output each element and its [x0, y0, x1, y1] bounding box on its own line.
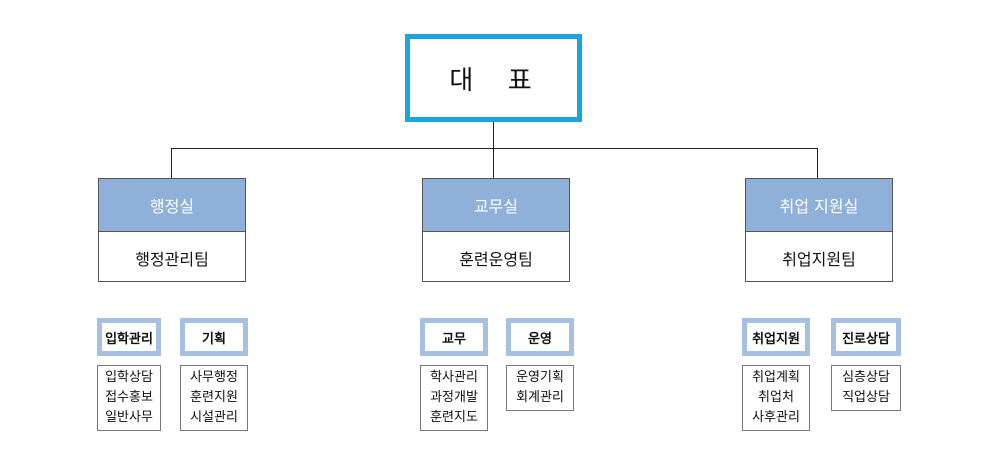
- unit-label: 운영: [528, 331, 552, 347]
- task-item: 운영기획: [516, 370, 564, 385]
- connector-horizontal: [171, 148, 818, 149]
- task-item: 훈련지원: [190, 390, 238, 405]
- task-item: 일반사무: [105, 410, 153, 425]
- connector-ceo-down: [493, 122, 494, 148]
- unit-job-support: 취업지원: [742, 318, 810, 356]
- dept-team: 행정관리팀: [135, 249, 209, 269]
- task-item: 훈련지도: [430, 410, 478, 425]
- task-item: 심층상담: [842, 370, 890, 385]
- unit-operations: 운영: [506, 318, 574, 356]
- dept-academic-office: 교무실 훈련운영팀: [422, 178, 570, 282]
- unit-label: 교무: [442, 331, 466, 347]
- unit-admissions-tasks: 입학상담 접수홍보 일반사무: [97, 365, 161, 431]
- ceo-box: 대 표: [405, 34, 582, 122]
- unit-career-counseling-tasks: 심층상담 직업상담: [831, 365, 901, 411]
- unit-admissions: 입학관리: [97, 318, 161, 356]
- unit-academic-affairs-tasks: 학사관리 과정개발 훈련지도: [420, 365, 488, 431]
- unit-job-support-tasks: 취업계획 취업처 사후관리: [742, 365, 810, 431]
- dept-employment-office: 취업 지원실 취업지원팀: [745, 178, 893, 282]
- connector-dept-3: [817, 148, 818, 178]
- unit-planning: 기획: [180, 318, 248, 356]
- unit-label: 기획: [202, 331, 226, 347]
- task-item: 회계관리: [516, 390, 564, 405]
- dept-name: 교무실: [423, 179, 569, 232]
- task-item: 학사관리: [430, 370, 478, 385]
- connector-dept-1: [171, 148, 172, 178]
- unit-planning-tasks: 사무행정 훈련지원 시설관리: [180, 365, 248, 431]
- dept-team: 취업지원팀: [782, 249, 856, 269]
- task-item: 시설관리: [190, 410, 238, 425]
- unit-academic-affairs: 교무: [420, 318, 488, 356]
- ceo-label: 대 표: [449, 65, 538, 96]
- task-item: 취업처: [758, 390, 794, 405]
- task-item: 사무행정: [190, 370, 238, 385]
- task-item: 사후관리: [752, 410, 800, 425]
- dept-admin-office: 행정실 행정관리팀: [98, 178, 246, 282]
- task-item: 접수홍보: [105, 390, 153, 405]
- unit-operations-tasks: 운영기획 회계관리: [506, 365, 574, 411]
- dept-name: 행정실: [99, 179, 245, 232]
- task-item: 직업상담: [842, 390, 890, 405]
- task-item: 입학상담: [105, 370, 153, 385]
- unit-label: 입학관리: [105, 331, 153, 347]
- connector-dept-2: [493, 148, 494, 178]
- task-item: 취업계획: [752, 370, 800, 385]
- dept-name: 취업 지원실: [746, 179, 892, 232]
- unit-label: 취업지원: [752, 331, 800, 347]
- unit-career-counseling: 진로상담: [831, 318, 901, 356]
- unit-label: 진로상담: [842, 331, 890, 347]
- dept-team: 훈련운영팀: [459, 249, 533, 269]
- task-item: 과정개발: [430, 390, 478, 405]
